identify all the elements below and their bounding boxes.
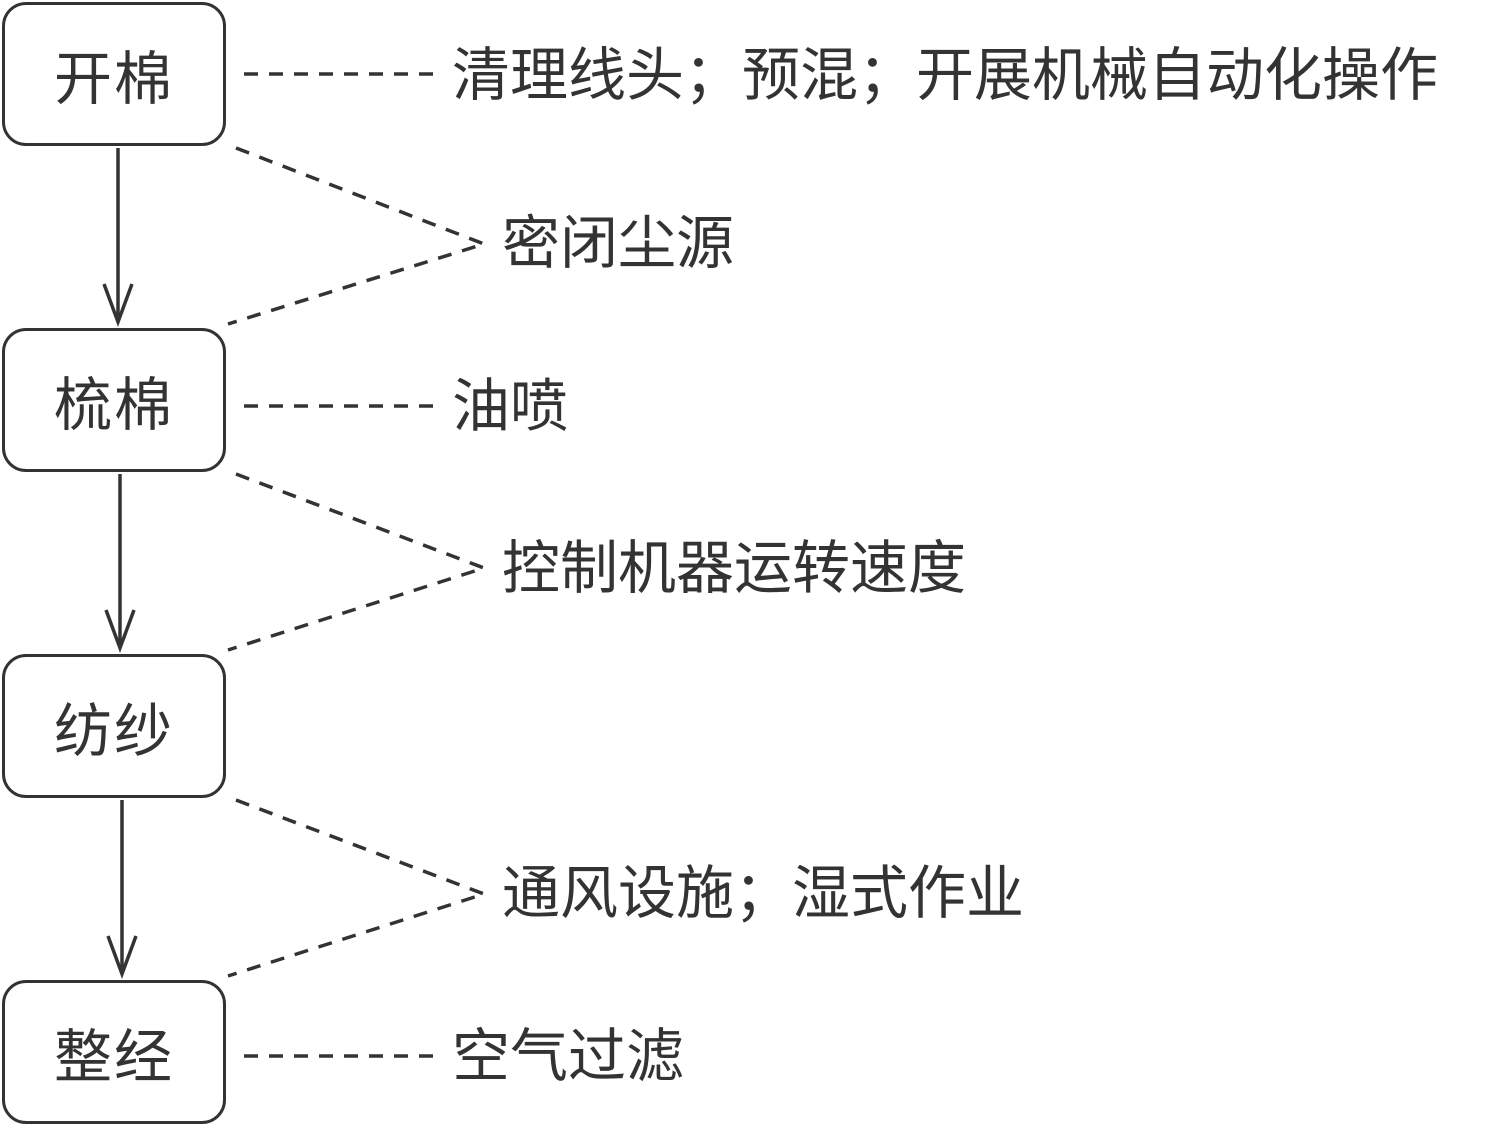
- step-label: 整经: [53, 1023, 174, 1091]
- arrow-card-to-spin: [104, 474, 136, 654]
- step-box-warping: 整经: [2, 980, 226, 1124]
- connector-transition-3: [227, 798, 490, 978]
- step-connectors: [244, 72, 440, 1058]
- step-label: 开棉: [53, 45, 174, 113]
- measure-transition-3: 通风设施；湿式作业: [502, 859, 1025, 927]
- measure-transition-1: 密闭尘源: [502, 209, 735, 277]
- arrow-spin-to-warp: [106, 800, 138, 980]
- step-box-spinning: 纺纱: [2, 654, 226, 798]
- connector-transition-1: [227, 146, 490, 326]
- step-label: 梳棉: [53, 371, 174, 439]
- step-box-open-cotton: 开棉: [2, 2, 226, 146]
- step-box-carding: 梳棉: [2, 328, 226, 472]
- connector-transition-2: [227, 472, 490, 652]
- arrow-open-to-card: [102, 148, 134, 328]
- transition-connectors: [227, 146, 490, 978]
- measure-carding: 油喷: [452, 372, 569, 440]
- step-label: 纺纱: [53, 697, 174, 765]
- measure-transition-2: 控制机器运转速度: [502, 534, 967, 602]
- measure-warping: 空气过滤: [452, 1022, 685, 1090]
- measure-open-cotton: 清理线头；预混；开展机械自动化操作: [452, 41, 1439, 109]
- flow-arrows: [102, 148, 138, 980]
